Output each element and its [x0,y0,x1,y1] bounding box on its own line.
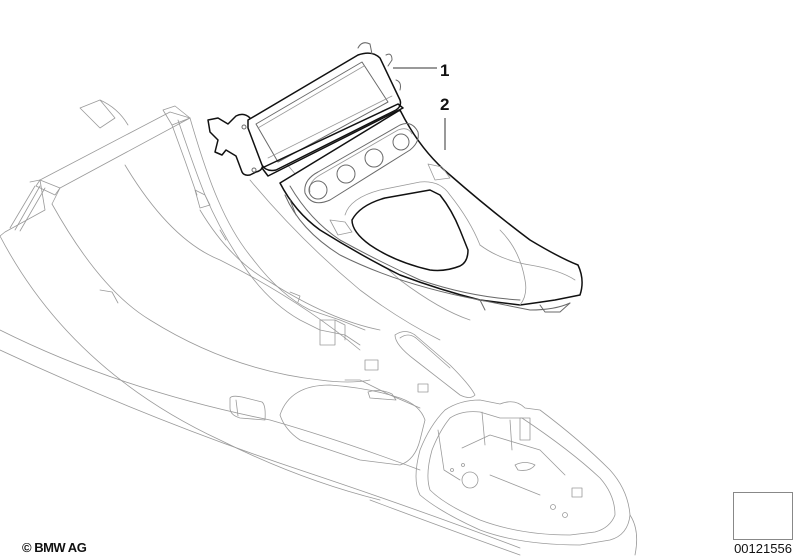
callout-number-2[interactable]: 2 [440,95,450,114]
part-1-roller-cover [207,42,404,177]
copyright-label: © BMW AG [22,540,87,555]
navigation-arrow-box[interactable] [733,492,793,540]
diagram-id-label: 00121556 [734,541,792,556]
callout-leaders [393,67,446,150]
callout-number-1[interactable]: 1 [440,61,450,80]
center-console-body [0,99,638,556]
part-2-console-trim [279,109,583,313]
